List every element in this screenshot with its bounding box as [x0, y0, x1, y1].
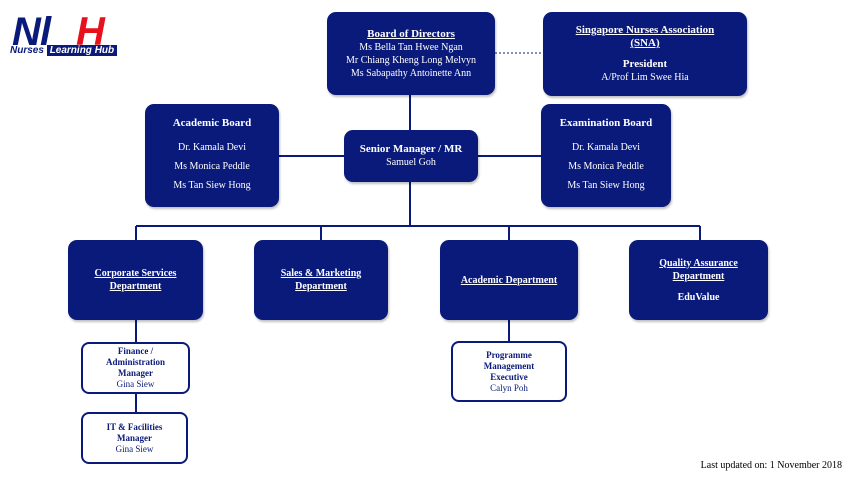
board-title: Board of Directors [367, 27, 455, 40]
logo-tagline-learning-hub: Learning Hub [46, 45, 118, 56]
finance-admin-manager-box: Finance / Administration Manager Gina Si… [81, 342, 190, 394]
quality-dept-line2: Department [672, 270, 725, 282]
finance-line2: Administration [105, 357, 165, 367]
exam-board-title: Examination Board [559, 116, 653, 129]
logo-letter-n: N [12, 12, 42, 52]
programme-line1: Programme [486, 349, 532, 360]
corporate-dept-line1: Corporate Services [94, 268, 177, 279]
corporate-dept-line2: Department [109, 281, 162, 292]
academic-board-member: Ms Tan Siew Hong [173, 179, 251, 191]
logo-tagline: Nurses Learning Hub [10, 44, 138, 58]
exam-board-member: Ms Tan Siew Hong [567, 179, 645, 191]
sna-title-line1: Singapore Nurses Association [575, 24, 715, 36]
quality-dept-line1: Quality Assurance [659, 257, 738, 269]
academic-board-box: Academic Board Dr. Kamala Devi Ms Monica… [145, 104, 279, 207]
corporate-services-dept-box: Corporate Services Department [68, 240, 203, 320]
board-member: Mr Chiang Kheng Long Melvyn [346, 54, 476, 66]
nlh-logo: N l H Nurses Learning Hub [10, 10, 138, 76]
finance-name: Gina Siew [116, 379, 155, 389]
programme-line2: Management [483, 360, 535, 371]
academic-board-title: Academic Board [172, 116, 252, 129]
quality-vendor: EduValue [677, 291, 720, 303]
sales-marketing-dept-box: Sales & Marketing Department [254, 240, 388, 320]
sna-title-line2: (SNA) [630, 37, 660, 49]
programme-name: Calyn Poh [490, 382, 528, 393]
it-line2: Manager [117, 432, 152, 443]
board-of-directors-box: Board of Directors Ms Bella Tan Hwee Nga… [327, 12, 495, 95]
nlh-logo-mark: N l H [12, 10, 106, 54]
board-member: Ms Bella Tan Hwee Ngan [359, 41, 463, 53]
senior-manager-name: Samuel Goh [386, 157, 436, 168]
last-updated-text: Last updated on: 1 November 2018 [700, 460, 842, 471]
sna-role: President [622, 58, 668, 70]
senior-manager-title: Senior Manager / MR [359, 143, 463, 155]
it-line1: IT & Facilities [106, 421, 163, 432]
programme-line3: Executive [490, 371, 528, 382]
board-member: Ms Sabapathy Antoinette Ann [350, 67, 472, 79]
finance-line1: Finance / [117, 346, 154, 356]
academic-dept-line1: Academic Department [460, 274, 558, 286]
logo-letter-l: l [40, 12, 52, 52]
senior-manager-box: Senior Manager / MR Samuel Goh [344, 130, 478, 182]
logo-tagline-nurses: Nurses [10, 45, 44, 56]
quality-assurance-dept-box: Quality Assurance Department EduValue [629, 240, 768, 320]
academic-board-member: Ms Monica Peddle [174, 160, 250, 172]
it-facilities-manager-box: IT & Facilities Manager Gina Siew [81, 412, 188, 464]
exam-board-member: Dr. Kamala Devi [571, 141, 641, 153]
academic-dept-box: Academic Department [440, 240, 578, 320]
finance-line3: Manager [118, 368, 153, 378]
exam-board-member: Ms Monica Peddle [568, 160, 644, 172]
sales-dept-line2: Department [295, 281, 347, 292]
it-name: Gina Siew [115, 443, 154, 454]
programme-management-exec-box: Programme Management Executive Calyn Poh [451, 341, 567, 402]
sna-president-name: A/Prof Lim Swee Hia [601, 72, 689, 83]
examination-board-box: Examination Board Dr. Kamala Devi Ms Mon… [541, 104, 671, 207]
sales-dept-line1: Sales & Marketing [280, 268, 362, 279]
academic-board-member: Dr. Kamala Devi [177, 141, 247, 153]
sna-box: Singapore Nurses Association (SNA) Presi… [543, 12, 747, 96]
